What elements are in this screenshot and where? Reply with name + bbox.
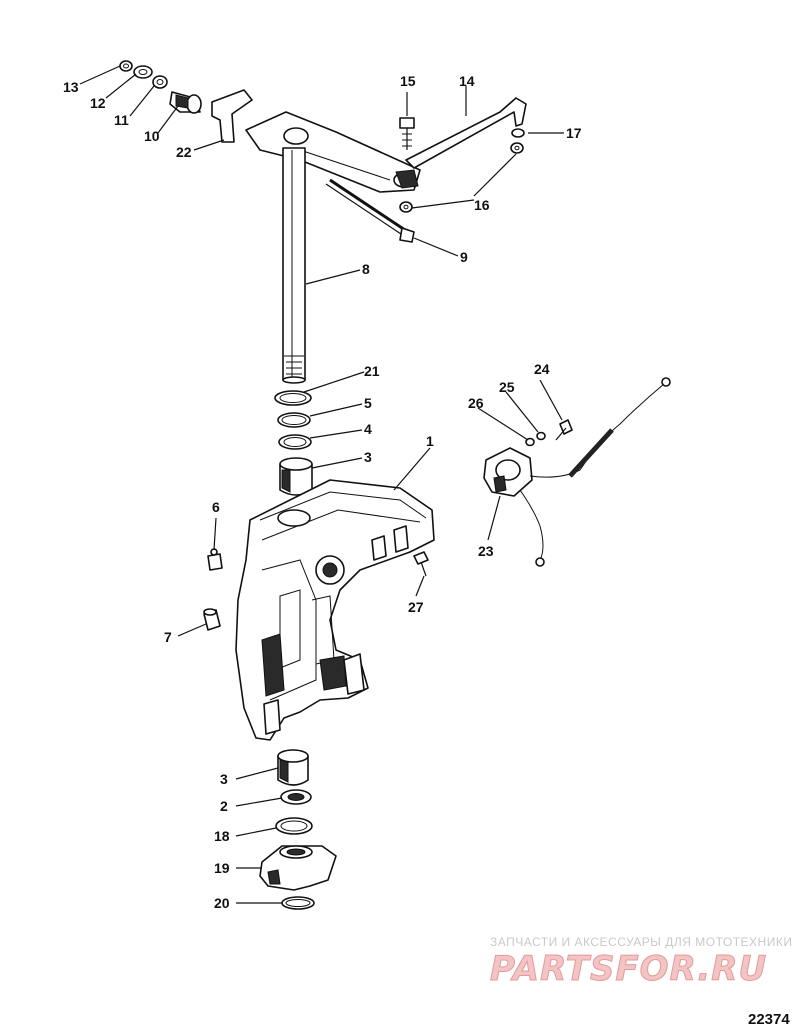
part-7-bushing	[203, 608, 221, 631]
watermark-brand-logo: PARTSFOR.RU	[490, 949, 767, 989]
part-14-steering-link	[405, 97, 527, 169]
callout-12: 12	[90, 95, 106, 111]
callout-6: 6	[212, 499, 220, 515]
part-22-bracket	[211, 89, 253, 143]
callout-5: 5	[364, 395, 372, 411]
watermark-tagline: ЗАПЧАСТИ И АКСЕССУАРЫ ДЛЯ МОТОТЕХНИКИ	[490, 935, 792, 949]
callout-1: 1	[426, 433, 434, 449]
part-19-steering-yoke	[259, 845, 337, 891]
part-8-steering-shaft	[282, 147, 306, 384]
callout-19: 19	[214, 860, 230, 876]
part-26-nut	[525, 437, 535, 447]
part-11-washer	[152, 75, 168, 89]
callout-13: 13	[63, 79, 79, 95]
part-15-bolt	[399, 117, 415, 150]
part-2-seal	[280, 789, 312, 805]
callout-9: 9	[460, 249, 468, 265]
part-3-bushing-lower	[277, 749, 309, 786]
callout-24: 24	[534, 361, 550, 377]
figure-number: 22374	[748, 1011, 790, 1028]
part-1-swivel-bracket	[235, 479, 435, 741]
part-12-washer	[133, 65, 153, 79]
leader-lines	[79, 65, 564, 904]
part-25-washer	[536, 431, 546, 441]
callout-8: 8	[362, 261, 370, 277]
part-24-screw	[555, 419, 573, 441]
callout-21: 21	[364, 363, 380, 379]
part-23-trim-sender	[483, 377, 671, 567]
part-27-screw	[413, 551, 429, 577]
part-20-retaining-ring	[281, 896, 315, 910]
callout-17: 17	[566, 125, 582, 141]
callout-14: 14	[459, 73, 475, 89]
callout-20: 20	[214, 895, 230, 911]
part-9-long-bolt	[325, 178, 415, 243]
callout-3-lower: 3	[220, 771, 228, 787]
callout-16: 16	[474, 197, 490, 213]
watermark: ЗАПЧАСТИ И АКСЕССУАРЫ ДЛЯ МОТОТЕХНИКИ PA…	[490, 935, 792, 990]
callout-15: 15	[400, 73, 416, 89]
part-13-washer	[119, 60, 133, 72]
part-3-bushing-upper	[279, 457, 313, 496]
part-16-nut-upper	[510, 142, 524, 154]
callout-23: 23	[478, 543, 494, 559]
callout-26: 26	[468, 395, 484, 411]
part-6-grease-fitting	[207, 548, 223, 571]
part-5-ring	[277, 412, 311, 428]
callout-4: 4	[364, 421, 372, 437]
callout-11: 11	[114, 112, 129, 128]
part-21-ring	[274, 390, 312, 406]
callout-7: 7	[164, 629, 172, 645]
callout-labels: 13 12 11 10 22 15 14 17 16 9 8 21 5 4 3 …	[63, 73, 582, 911]
callout-18: 18	[214, 828, 230, 844]
callout-27: 27	[408, 599, 424, 615]
part-16-nut-lower	[399, 201, 413, 213]
steering-arm	[245, 111, 421, 193]
part-17-washer	[511, 128, 525, 138]
callout-3-upper: 3	[364, 449, 372, 465]
callout-2: 2	[220, 798, 228, 814]
part-4-ring	[278, 434, 312, 450]
callout-25: 25	[499, 379, 515, 395]
callout-22: 22	[176, 144, 192, 160]
callout-10: 10	[144, 128, 160, 144]
part-18-ring	[275, 817, 313, 835]
